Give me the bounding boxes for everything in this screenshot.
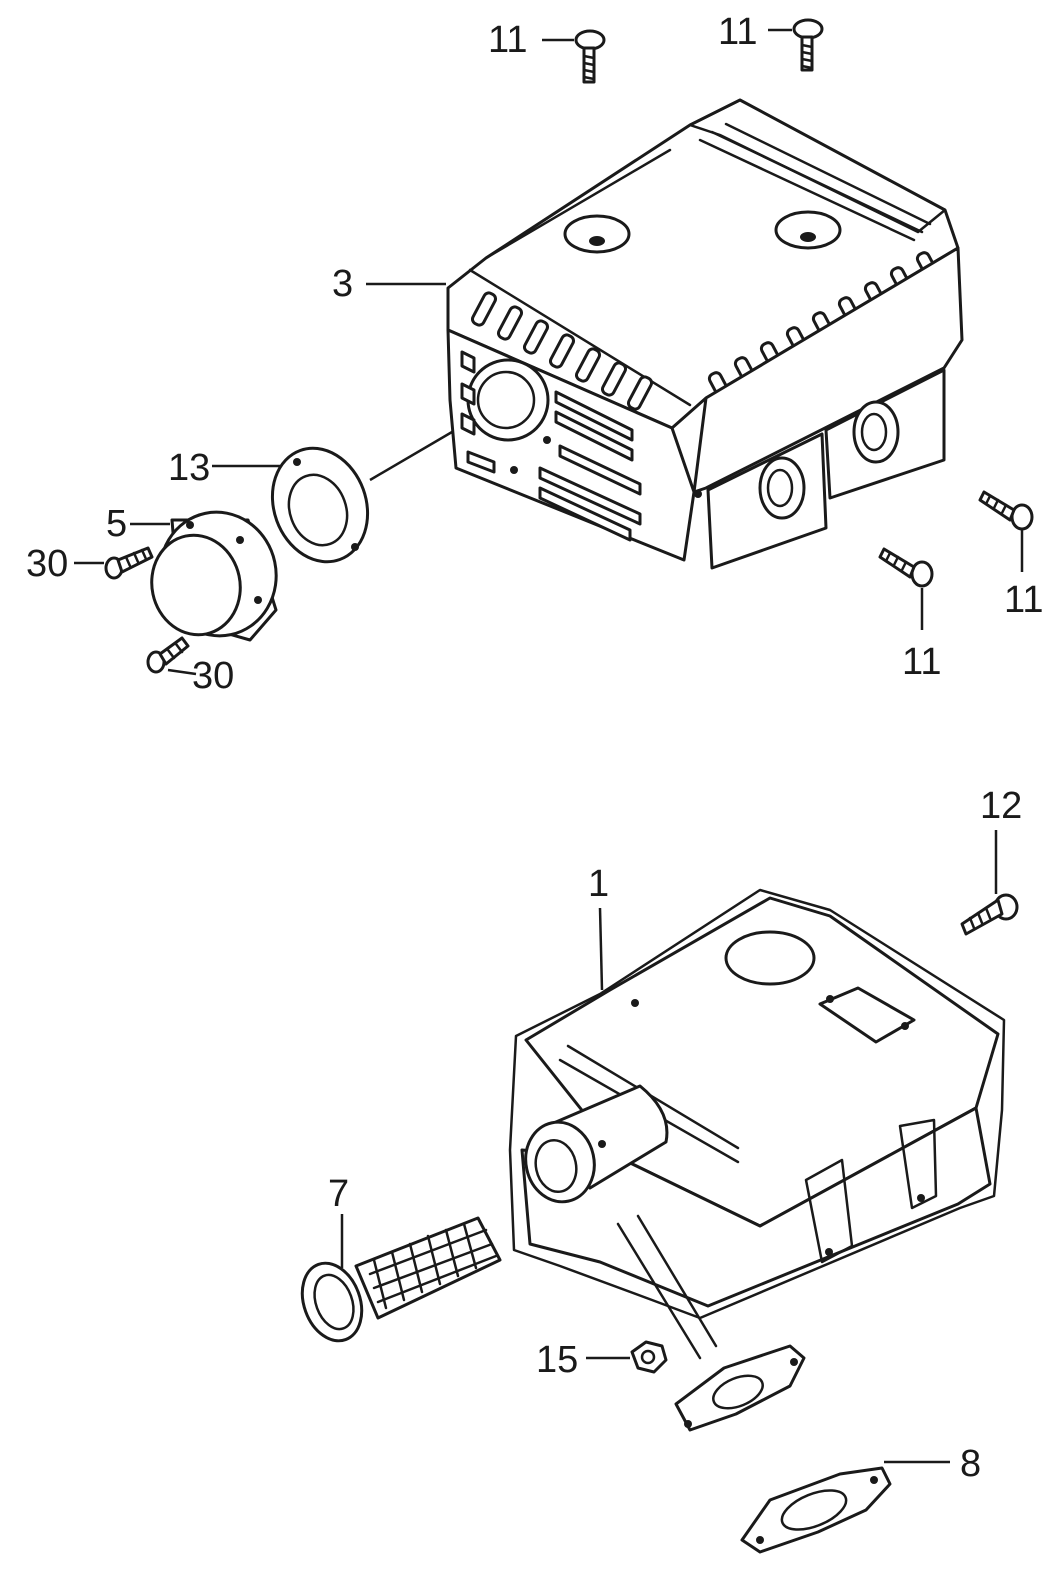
callout-15: 15: [536, 1339, 578, 1381]
callout-1: 1: [588, 863, 609, 905]
muffler-protector: [446, 98, 964, 570]
callout-8: 8: [960, 1443, 981, 1485]
screw-30-bottom: [146, 636, 190, 674]
callout-11-right-inner: 11: [902, 641, 941, 683]
callout-13: 13: [168, 447, 210, 489]
callout-11-top-left: 11: [488, 19, 527, 61]
spark-arrester-7: [300, 1216, 502, 1343]
screw-30-left: [104, 546, 154, 580]
callout-5: 5: [106, 503, 127, 545]
callout-11-right-outer: 11: [1004, 579, 1043, 621]
callout-11-top-right: 11: [718, 11, 757, 53]
spark-arrester-cap-5: [150, 510, 278, 642]
screw-11-right-inner: [878, 547, 934, 588]
callout-30-left: 30: [26, 543, 68, 585]
top-vents-left: [470, 291, 654, 411]
screw-12: [960, 893, 1019, 936]
screw-11-top-left: [574, 29, 606, 84]
gasket-13: [270, 446, 370, 564]
gasket-8: [740, 1466, 892, 1554]
muffler-1: [508, 888, 1006, 1432]
callout-30-bottom: 30: [192, 655, 234, 697]
callout-3: 3: [332, 263, 353, 305]
nut-15: [630, 1340, 668, 1374]
screw-11-right-outer: [978, 490, 1034, 531]
front-slots: [460, 350, 642, 542]
screw-11-top-right: [792, 18, 824, 72]
callout-7: 7: [328, 1173, 349, 1215]
callout-12: 12: [980, 785, 1022, 827]
